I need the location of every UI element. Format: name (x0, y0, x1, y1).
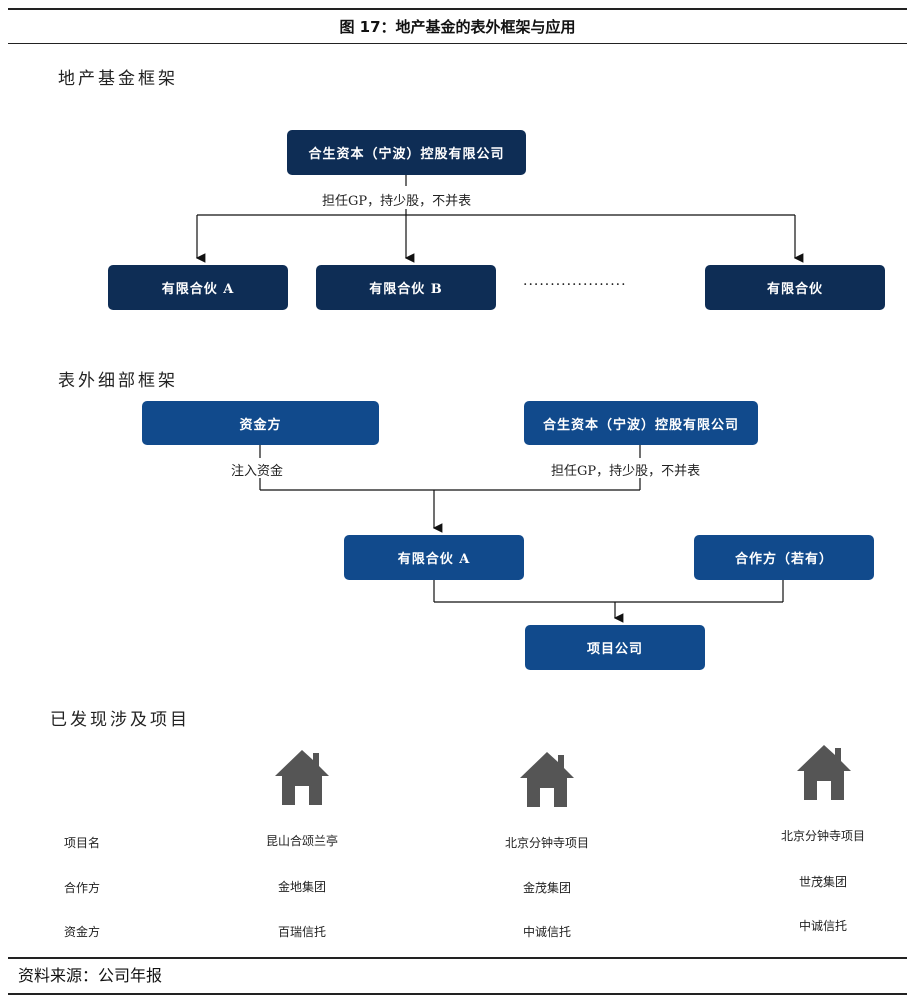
title-rule (8, 43, 907, 44)
limited-partnership-a-box-2: 有限合伙 A (344, 535, 524, 580)
house-icon (520, 752, 574, 807)
source-top-rule (8, 957, 907, 959)
section-heading-projects: 已发现涉及项目 (50, 710, 190, 730)
limited-partnership-a-box: 有限合伙 A (108, 265, 288, 310)
limited-partnership-b-box: 有限合伙 B (316, 265, 496, 310)
figure-title: 图 17：地产基金的表外框架与应用 (339, 18, 576, 36)
project-2-funder: 中诚信托 (522, 925, 571, 939)
house-icon (797, 745, 851, 800)
top-rule (8, 8, 907, 10)
ellipsis-dots: ··················· (523, 277, 627, 293)
partner-box: 合作方（若有） (694, 535, 874, 580)
project-1-funder: 百瑞信托 (277, 925, 326, 939)
section-heading-offbalance-framework: 表外细部框架 (58, 371, 178, 391)
row-label-project-name: 项目名 (64, 836, 101, 850)
section-heading-fund-framework: 地产基金框架 (58, 69, 178, 89)
row-label-funder: 资金方 (64, 925, 101, 939)
house-icon (275, 750, 329, 805)
limited-partnership-box: 有限合伙 (705, 265, 885, 310)
gp-company-box: 合生资本（宁波）控股有限公司 (287, 130, 526, 175)
project-1-name: 昆山合颂兰亭 (265, 834, 338, 848)
gp-company-box-2: 合生资本（宁波）控股有限公司 (524, 401, 758, 445)
project-3-partner: 世茂集团 (798, 875, 847, 889)
bottom-rule (8, 993, 907, 995)
inject-funds-label: 注入资金 (231, 464, 284, 479)
funder-box: 资金方 (142, 401, 379, 445)
project-company-box: 项目公司 (525, 625, 705, 670)
row-label-partner: 合作方 (64, 881, 101, 895)
project-1-partner: 金地集团 (277, 880, 326, 894)
project-3-funder: 中诚信托 (798, 919, 847, 933)
gp-edge-label-2: 担任GP，持少股，不并表 (551, 464, 701, 479)
project-2-partner: 金茂集团 (522, 881, 571, 895)
project-3-name: 北京分钟寺项目 (780, 829, 865, 843)
source-note: 资料来源：公司年报 (18, 966, 163, 985)
gp-edge-label: 担任GP，持少股，不并表 (320, 190, 474, 209)
project-2-name: 北京分钟寺项目 (504, 836, 589, 850)
